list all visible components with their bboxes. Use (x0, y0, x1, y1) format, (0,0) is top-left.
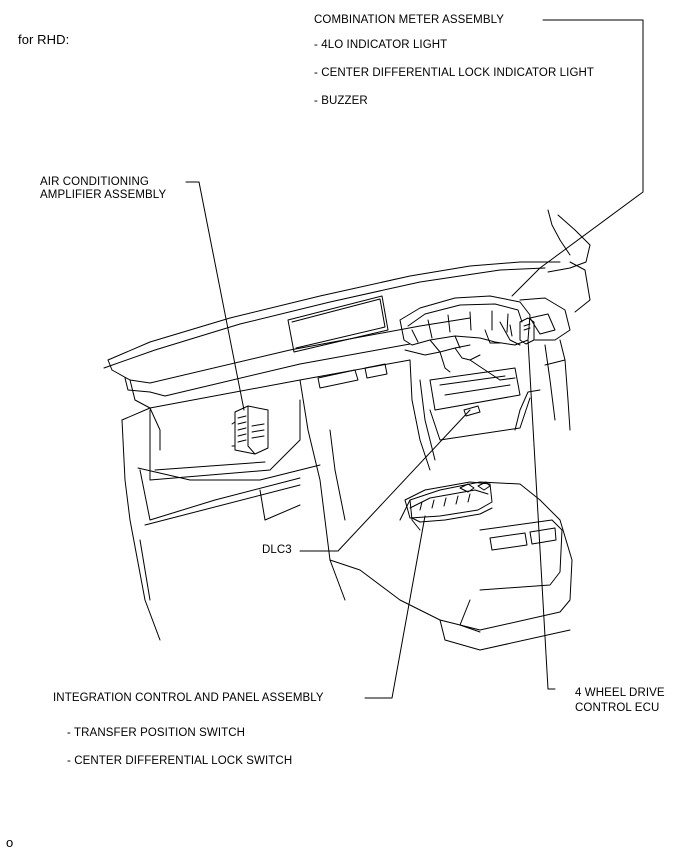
panel-item-label: - TRANSFER POSITION SWITCH (67, 727, 246, 739)
meter-item-label: - CENTER DIFFERENTIAL LOCK INDICATOR LIG… (314, 67, 595, 79)
dlc3-label: DLC3 (262, 544, 292, 556)
meter-item-label: - 4LO INDICATOR LIGHT (314, 39, 448, 51)
figure-code: o (6, 835, 14, 850)
meter-item-label: - BUZZER (314, 95, 368, 107)
variant-label: for RHD: (18, 32, 70, 47)
ecu-label-line2: CONTROL ECU (575, 702, 660, 714)
ecu-label-line1: 4 WHEEL DRIVE (575, 687, 665, 699)
panel-item-label: - CENTER DIFFERENTIAL LOCK SWITCH (67, 755, 293, 767)
combination-meter-label: COMBINATION METER ASSEMBLY (314, 14, 505, 26)
integration-panel-label: INTEGRATION CONTROL AND PANEL ASSEMBLY (53, 692, 324, 704)
ac-amplifier-label-line2: AMPLIFIER ASSEMBLY (40, 189, 167, 201)
ac-amplifier-label-line1: AIR CONDITIONING (40, 176, 149, 188)
